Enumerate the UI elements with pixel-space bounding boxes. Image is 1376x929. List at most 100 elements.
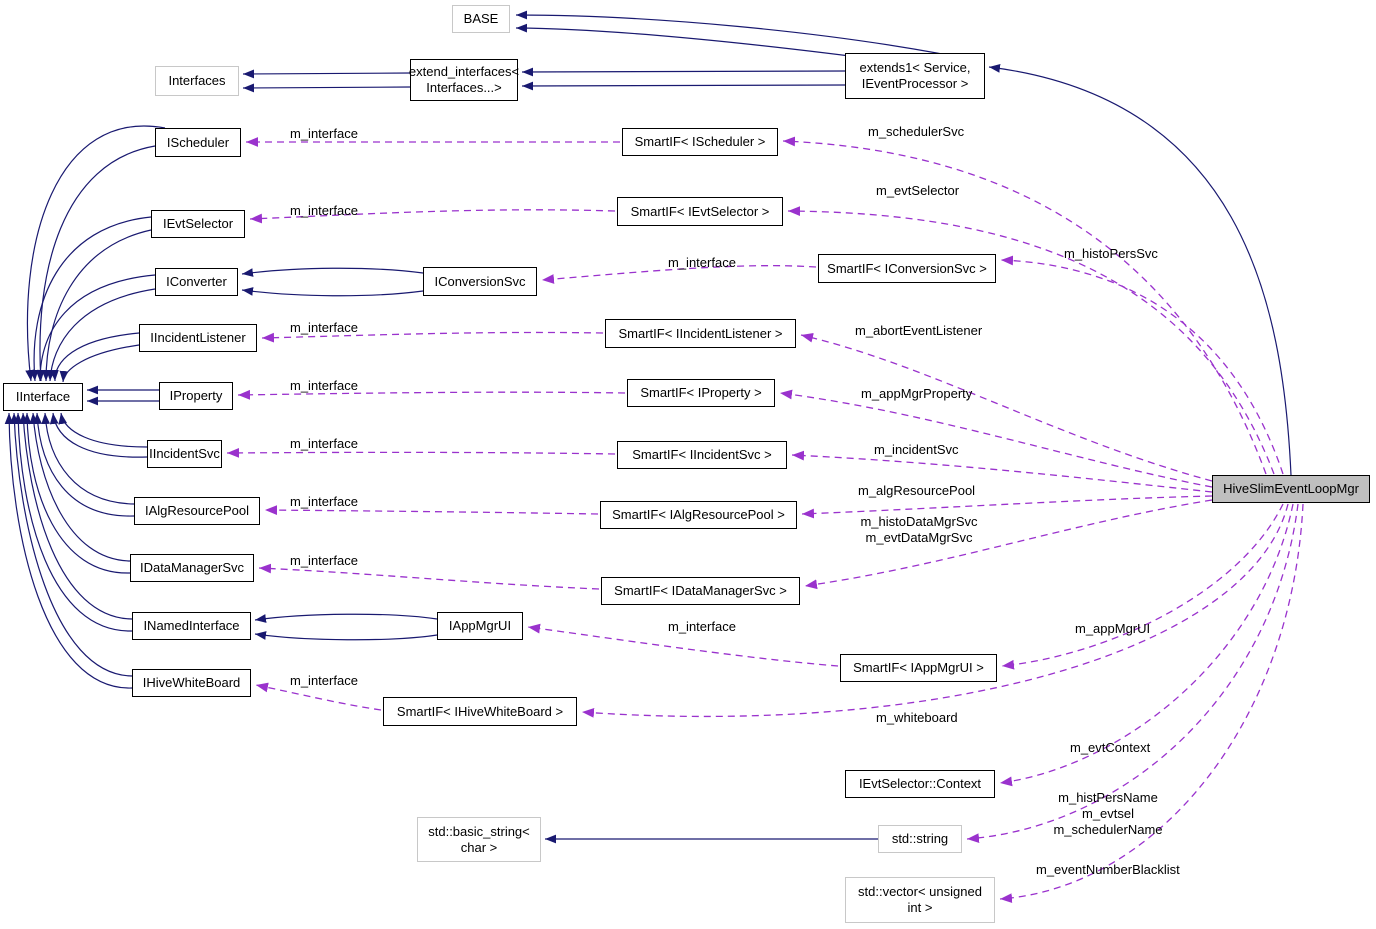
edge-label-m-interface-ialgresourcepool: m_interface: [290, 494, 358, 509]
edge-iincidentlistener-iinterface-1: [50, 332, 140, 382]
edge-mappmgrproperty: [779, 389, 1213, 488]
edge-ievtselector-iinterface-1: [29, 216, 152, 382]
edge-extendinterfaces-interfaces-1: [242, 69, 411, 79]
node-smartif-iproperty[interactable]: SmartIF< IProperty >: [627, 379, 775, 407]
node-iinterface[interactable]: IInterface: [3, 383, 83, 411]
edge-label-m-evtcontext: m_evtContext: [1070, 740, 1151, 755]
edge-label-m-histoperssvc: m_histoPersSvc: [1064, 246, 1158, 261]
edge-label-m-interface-ihivewhiteboard: m_interface: [290, 673, 358, 688]
edge-minterface-idatamanagersvc: [258, 563, 600, 590]
edge-idatamanagersvc-iinterface-1: [29, 412, 131, 562]
node-smartif-ievtselector[interactable]: SmartIF< IEvtSelector >: [617, 197, 783, 226]
edge-iincidentsvc-iinterface-2: [49, 412, 148, 458]
edge-label-m-interface-iproperty: m_interface: [290, 378, 358, 393]
edge-ischeduler-iinterface-2: [35, 145, 156, 382]
edge-label-m-appmgrui: m_appMgrUI: [1075, 621, 1151, 636]
edge-ihivewhiteboard-iinterface-1: [10, 412, 133, 677]
edge-mevtselector: [787, 206, 1275, 475]
edge-extends1-extendinterfaces-1: [521, 67, 846, 77]
edge-label-m-algresourcepool: m_algResourcePool: [858, 483, 976, 498]
edge-inamedinterface-iinterface-1: [19, 412, 133, 620]
node-ischeduler[interactable]: IScheduler: [155, 128, 241, 157]
node-iconverter[interactable]: IConverter: [155, 268, 238, 296]
edge-iconverter-iinterface-1: [35, 274, 156, 382]
node-smartif-ischeduler[interactable]: SmartIF< IScheduler >: [622, 128, 778, 156]
node-std-basic-string: std::basic_string< char >: [417, 817, 541, 862]
edge-minterface-iproperty: [237, 389, 626, 400]
edge-extends1-base-1: [515, 10, 984, 63]
node-iincidentlistener[interactable]: IIncidentListener: [139, 324, 257, 352]
edge-mdatamgrsvc: [804, 499, 1213, 590]
edge-ievtselector-iinterface-2: [41, 229, 152, 382]
dashed-edges: [226, 136, 1304, 904]
node-ievtselector-context[interactable]: IEvtSelector::Context: [845, 770, 995, 798]
edge-label-m-schedulersvc: m_schedulerSvc: [868, 124, 965, 139]
node-smartif-iconversionsvc[interactable]: SmartIF< IConversionSvc >: [818, 254, 996, 283]
edge-mwhiteboard: [581, 503, 1289, 718]
edge-label-m-interface-ischeduler: m_interface: [290, 126, 358, 141]
node-smartif-ialgresourcepool[interactable]: SmartIF< IAlgResourcePool >: [600, 501, 797, 529]
edge-mstrings: [966, 503, 1299, 843]
edge-iconversionsvc-iconverter-2: [241, 287, 424, 297]
edge-minterface-iincidentsvc: [226, 448, 616, 458]
node-smartif-idatamanagersvc[interactable]: SmartIF< IDataManagerSvc >: [601, 577, 800, 605]
edge-mschedulersvc: [782, 136, 1267, 475]
node-std-string: std::string: [878, 825, 962, 853]
edge-minterface-iappmgrui: [527, 623, 839, 667]
edge-maborteventlistener: [800, 332, 1213, 482]
node-interfaces: Interfaces: [155, 66, 239, 96]
edge-minterface-ialgresourcepool: [264, 505, 599, 516]
edge-minterface-iconversionsvc: [541, 265, 817, 284]
node-idatamanagersvc[interactable]: IDataManagerSvc: [130, 554, 254, 582]
edge-label-m-incidentsvc: m_incidentSvc: [874, 442, 959, 457]
edge-mevtcontext: [999, 503, 1294, 787]
edge-label-m-interface-idatamanagersvc: m_interface: [290, 553, 358, 568]
edge-mappmgrui: [1001, 503, 1284, 670]
solid-edges: [4, 10, 1292, 844]
edge-ischeduler-iinterface-1: [25, 125, 166, 382]
node-smartif-iappmgrui[interactable]: SmartIF< IAppMgrUI >: [840, 654, 997, 682]
edge-label-m-interface-iappmgrui: m_interface: [668, 619, 736, 634]
edge-mhistoperssvc: [1000, 255, 1284, 475]
edge-iincidentlistener-iinterface-2: [59, 344, 140, 383]
edge-label-m-interface-ievtselector: m_interface: [290, 203, 358, 218]
node-inamedinterface[interactable]: INamedInterface: [132, 612, 251, 640]
node-iappmgrui[interactable]: IAppMgrUI: [437, 612, 523, 640]
node-extend-interfaces[interactable]: extend_interfaces< Interfaces...>: [409, 59, 519, 101]
edge-inamedinterface-iinterface-2: [13, 412, 133, 632]
edge-iappmgrui-inamedinterface-2: [254, 631, 438, 641]
edge-iincidentsvc-iinterface-1: [58, 412, 148, 448]
edge-ialgresourcepool-iinterface-2: [33, 412, 135, 517]
edge-ihivewhiteboard-iinterface-2: [4, 412, 133, 689]
edge-label-m-aborteventlistener: m_abortEventListener: [855, 323, 983, 338]
edge-extends1-extendinterfaces-2: [521, 81, 846, 91]
edge-iconversionsvc-iconverter-1: [241, 267, 424, 277]
node-ialgresourcepool[interactable]: IAlgResourcePool: [134, 497, 260, 525]
node-std-vector: std::vector< unsigned int >: [845, 877, 995, 923]
edge-label-m-strings: m_histPersName m_evtsel m_schedulerName: [1053, 790, 1163, 837]
node-ievtselector[interactable]: IEvtSelector: [151, 210, 245, 238]
node-iincidentsvc[interactable]: IIncidentSvc: [147, 440, 222, 468]
node-extends1[interactable]: extends1< Service, IEventProcessor >: [845, 53, 985, 99]
node-ihivewhiteboard[interactable]: IHiveWhiteBoard: [132, 669, 251, 697]
edge-malgresourcepool: [801, 495, 1213, 519]
edge-label-m-datamgrsvc: m_histoDataMgrSvc m_evtDataMgrSvc: [860, 514, 978, 545]
edge-iappmgrui-inamedinterface-1: [254, 613, 438, 623]
edge-label-m-appmgrproperty: m_appMgrProperty: [861, 386, 973, 401]
node-smartif-iincidentsvc[interactable]: SmartIF< IIncidentSvc >: [617, 441, 787, 469]
edge-label-m-interface-iincidentsvc: m_interface: [290, 436, 358, 451]
edge-label-m-evtselector: m_evtSelector: [876, 183, 960, 198]
edge-mincidentsvc: [791, 450, 1213, 493]
node-smartif-iincidentlistener[interactable]: SmartIF< IIncidentListener >: [605, 319, 796, 348]
node-iconversionsvc[interactable]: IConversionSvc: [423, 267, 537, 296]
edge-ialgresourcepool-iinterface-1: [41, 412, 135, 505]
edge-label-m-interface-iincidentlistener: m_interface: [290, 320, 358, 335]
edge-iconverter-iinterface-2: [46, 288, 156, 382]
node-hiveslimeventloopmgr: HiveSlimEventLoopMgr: [1212, 475, 1370, 503]
node-base: BASE: [452, 5, 510, 33]
edge-label-m-eventnumberblacklist: m_eventNumberBlacklist: [1036, 862, 1180, 877]
node-iproperty[interactable]: IProperty: [159, 382, 233, 410]
node-smartif-ihivewhiteboard[interactable]: SmartIF< IHiveWhiteBoard >: [383, 697, 577, 726]
